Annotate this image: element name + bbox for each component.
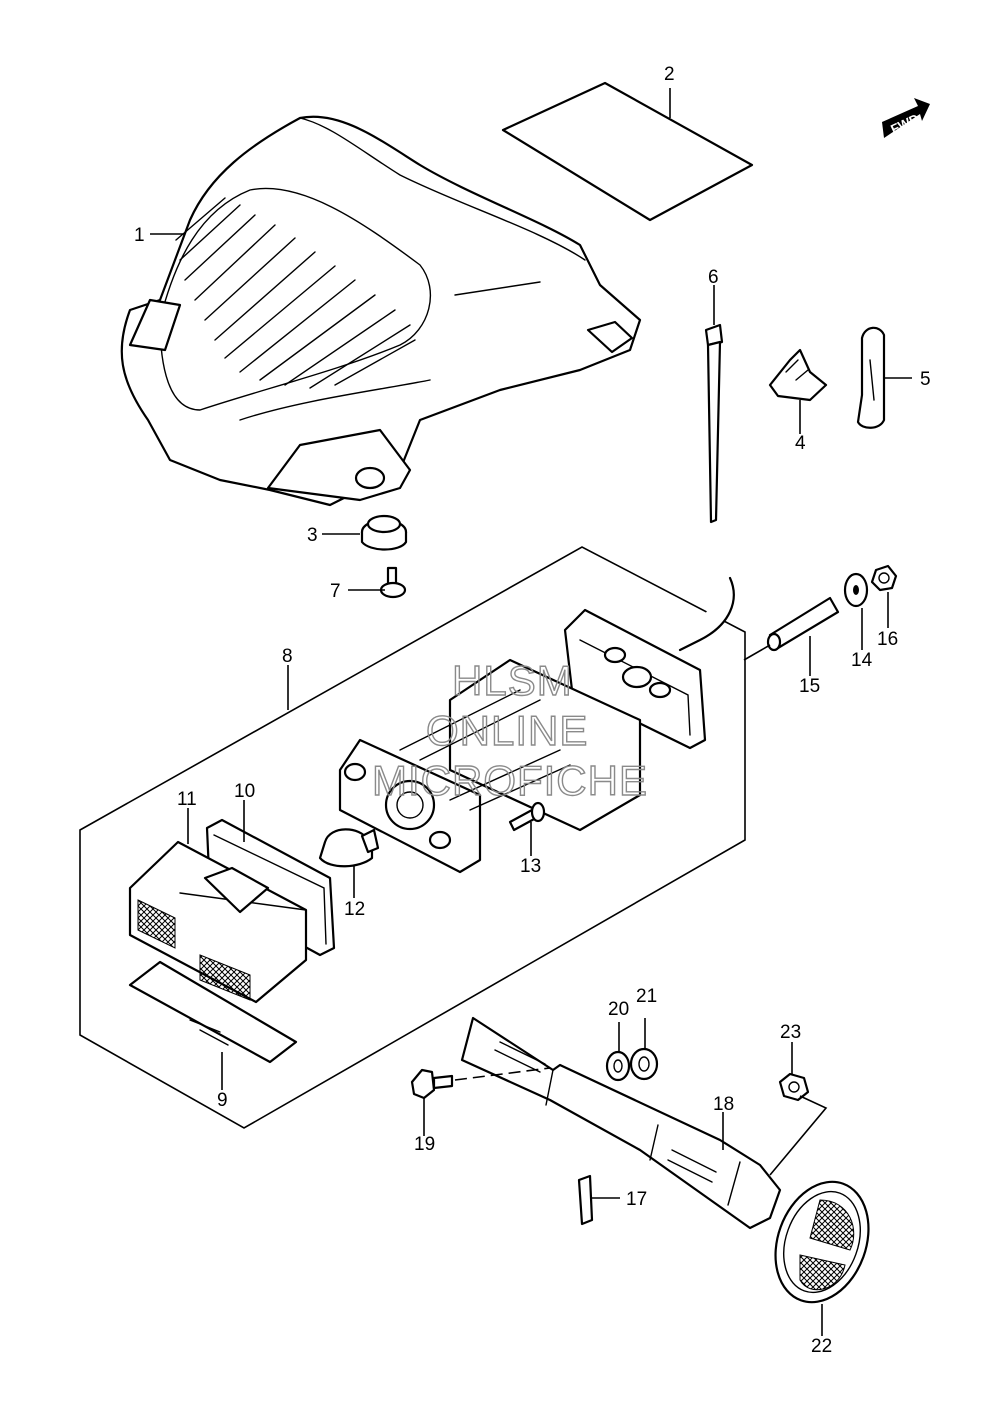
tail-lamp-housing xyxy=(120,115,642,507)
wire-harness xyxy=(678,576,735,652)
fwd-arrow-icon: FWD xyxy=(882,98,930,138)
watermark-line2: ONLINE xyxy=(426,707,588,754)
callouts: 1 2 3 4 5 6 7 8 9 10 11 12 13 14 15 16 1… xyxy=(134,64,931,1357)
callout-6[interactable]: 6 xyxy=(708,267,719,288)
grommet xyxy=(360,514,408,551)
callout-5[interactable]: 5 xyxy=(920,369,931,390)
callout-3[interactable]: 3 xyxy=(307,525,318,546)
nut-21 xyxy=(629,1047,659,1081)
cable-tie xyxy=(704,323,724,524)
callout-13[interactable]: 13 xyxy=(520,856,541,877)
watermark: HLSM ONLINE MICROFICHE xyxy=(371,656,648,804)
callout-11[interactable]: 11 xyxy=(177,789,197,810)
callout-14[interactable]: 14 xyxy=(851,650,873,671)
bolt-19 xyxy=(410,1068,454,1100)
watermark-line3: MICROFICHE xyxy=(372,757,648,804)
callout-21[interactable]: 21 xyxy=(636,986,657,1007)
screw-7 xyxy=(379,566,407,599)
washer-20 xyxy=(605,1050,631,1082)
callout-16[interactable]: 16 xyxy=(877,629,898,650)
bulb xyxy=(318,828,380,868)
label-17 xyxy=(577,1174,594,1226)
callout-17[interactable]: 17 xyxy=(626,1189,647,1210)
callout-9[interactable]: 9 xyxy=(217,1090,228,1111)
callout-12[interactable]: 12 xyxy=(344,899,365,920)
washer-14 xyxy=(843,572,869,608)
watermark-line1: HLSM xyxy=(452,657,573,704)
leader-lines xyxy=(150,88,912,1336)
callout-2[interactable]: 2 xyxy=(664,64,675,85)
callout-7[interactable]: 7 xyxy=(330,581,341,602)
callout-15[interactable]: 15 xyxy=(799,676,820,697)
lamp-base xyxy=(448,608,707,832)
callout-19[interactable]: 19 xyxy=(414,1134,435,1155)
callout-22[interactable]: 22 xyxy=(811,1336,832,1357)
reflector xyxy=(774,1180,870,1304)
fwd-label: FWD xyxy=(888,111,921,137)
reflector-bracket xyxy=(460,1016,782,1230)
callout-8[interactable]: 8 xyxy=(282,646,293,667)
nut-23 xyxy=(778,1072,810,1102)
nut-16 xyxy=(870,564,898,592)
lens xyxy=(128,840,308,1004)
label-sheet xyxy=(501,81,754,222)
assembly-boundary xyxy=(79,546,746,1129)
callout-20[interactable]: 20 xyxy=(608,999,629,1020)
lens-ribs xyxy=(175,197,416,389)
callout-10[interactable]: 10 xyxy=(234,781,255,802)
callout-1[interactable]: 1 xyxy=(134,225,145,246)
clamp-4 xyxy=(768,348,828,402)
lens-cover xyxy=(128,960,298,1064)
spacer xyxy=(766,596,840,652)
callout-18[interactable]: 18 xyxy=(713,1094,734,1115)
callout-22-23[interactable]: 23 xyxy=(780,1022,801,1043)
screw-13 xyxy=(508,801,546,832)
clamp-5 xyxy=(856,326,886,429)
socket-plate xyxy=(338,689,571,874)
callout-4[interactable]: 4 xyxy=(795,433,806,454)
